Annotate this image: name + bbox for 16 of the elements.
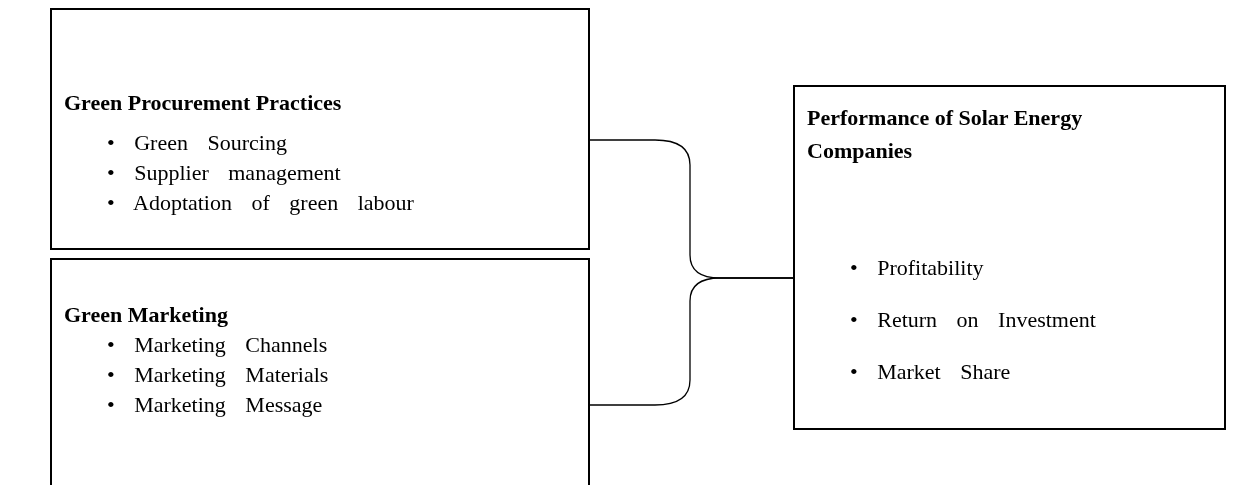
concept-box	[50, 8, 590, 250]
bullet-item: • Market Share	[850, 359, 1011, 385]
concept-box	[793, 85, 1226, 430]
bullet-item: • Green Sourcing	[107, 130, 287, 156]
concept-box	[50, 258, 590, 485]
box-heading: Green Marketing	[64, 301, 229, 329]
bullet-item: • Marketing Channels	[107, 332, 328, 358]
bullet-item: • Marketing Materials	[107, 362, 329, 388]
bullet-item: • Return on Investment	[850, 307, 1096, 333]
bullet-item: • Marketing Message	[107, 392, 323, 418]
box-heading: Green Procurement Practices	[64, 89, 343, 117]
bullet-item: • Adoptation of green labour	[107, 190, 414, 216]
brace-connector	[589, 277, 794, 406]
bullet-item: • Profitability	[850, 255, 984, 281]
box-heading: Performance of Solar Energy Companies	[807, 104, 1084, 165]
bullet-item: • Supplier management	[107, 160, 341, 186]
